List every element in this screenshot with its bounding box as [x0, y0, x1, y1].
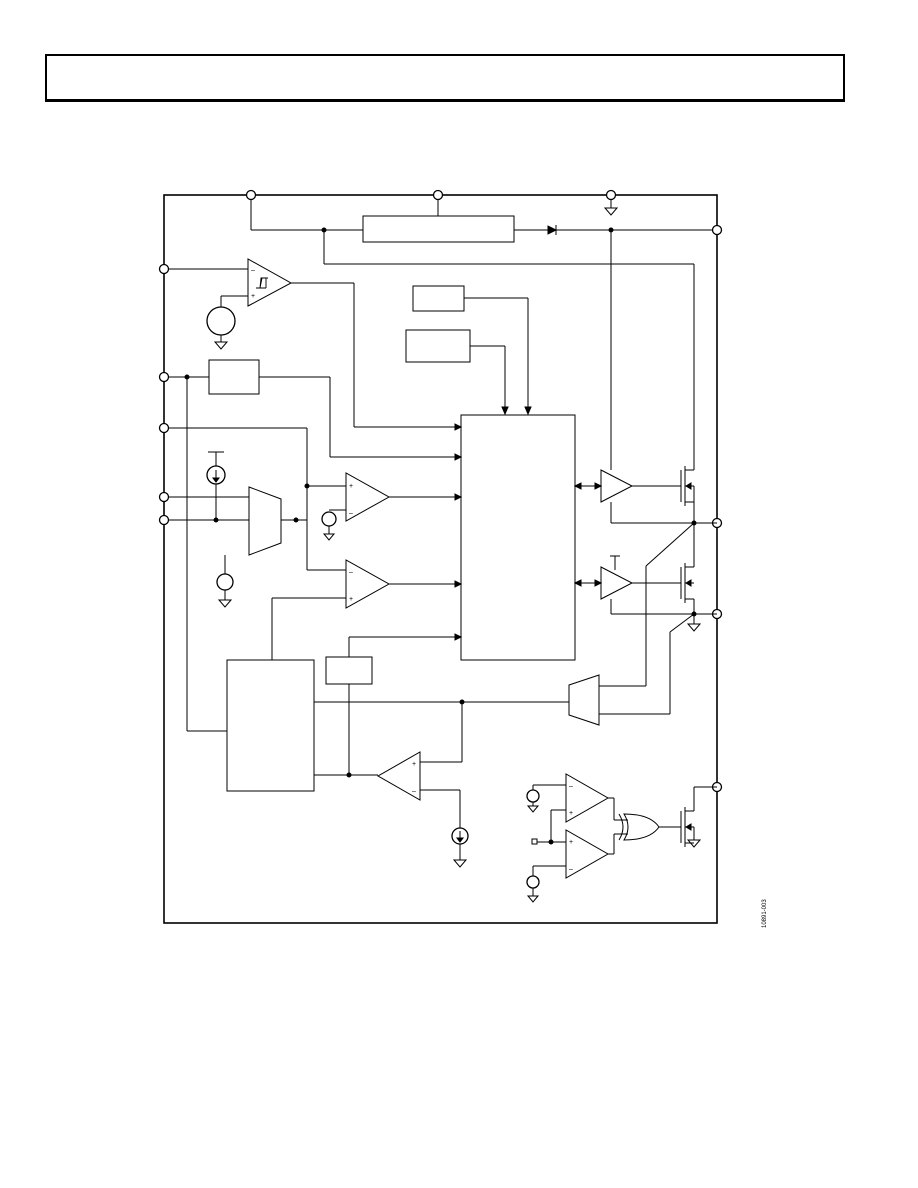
- svg-text:+: +: [569, 839, 573, 846]
- page-header-box: [45, 54, 845, 102]
- figure-id: 10891-003: [762, 899, 768, 928]
- enable-comparator: – +: [168, 258, 463, 431]
- current-sense-block: [226, 659, 315, 792]
- pin-left-1: [158, 263, 170, 275]
- low-side-driver: [573, 523, 717, 632]
- voltage-source-mux: [216, 573, 234, 591]
- pin-left-3: [158, 422, 170, 434]
- voltage-source-enable: [206, 306, 236, 336]
- pin-top-1: [245, 189, 257, 201]
- pin-right-1: [711, 224, 723, 236]
- error-amplifier: [376, 751, 421, 801]
- pin-left-5: [158, 514, 170, 526]
- ground-symbol: [213, 341, 229, 350]
- pin-top-2: [432, 189, 444, 201]
- hysteresis-icon: [256, 277, 268, 289]
- comparator-2: – +: [271, 559, 463, 660]
- svg-text:–: –: [349, 569, 353, 576]
- svg-text:+: +: [412, 761, 416, 768]
- comparator-1: + –: [321, 472, 463, 541]
- oscillator-blocks: [405, 285, 532, 416]
- or-gate: [623, 813, 660, 841]
- svg-text:+: +: [349, 483, 353, 490]
- sense-mux: [568, 674, 600, 726]
- oscillator-block: [412, 285, 465, 312]
- reference-regulator-block: [362, 215, 515, 243]
- pwm-section: + –: [226, 522, 695, 868]
- soft-start-block: [405, 329, 471, 363]
- pin-left-2: [158, 371, 170, 383]
- left-input-section: [168, 359, 463, 732]
- svg-text:–: –: [569, 783, 573, 790]
- pins: [158, 189, 723, 793]
- ldo-block: [208, 359, 260, 395]
- svg-text:+: +: [251, 293, 255, 300]
- control-logic-block: [460, 414, 576, 661]
- comparator-ref-block: [325, 656, 373, 685]
- top-supply-section: [250, 195, 717, 470]
- svg-text:–: –: [251, 267, 255, 274]
- pin-left-4: [158, 491, 170, 503]
- chip-boundary: [163, 194, 718, 924]
- svg-text:–: –: [412, 788, 416, 795]
- input-mux: [248, 486, 282, 556]
- svg-text:+: +: [349, 596, 353, 603]
- pin-top-3: [605, 189, 617, 201]
- power-good-section: – + + –: [526, 773, 717, 903]
- high-side-driver: [573, 466, 717, 526]
- svg-text:–: –: [349, 510, 353, 517]
- ground-symbol-top: [603, 207, 619, 216]
- diode-symbol: [547, 225, 558, 235]
- svg-text:–: –: [569, 866, 573, 873]
- svg-text:+: +: [569, 810, 573, 817]
